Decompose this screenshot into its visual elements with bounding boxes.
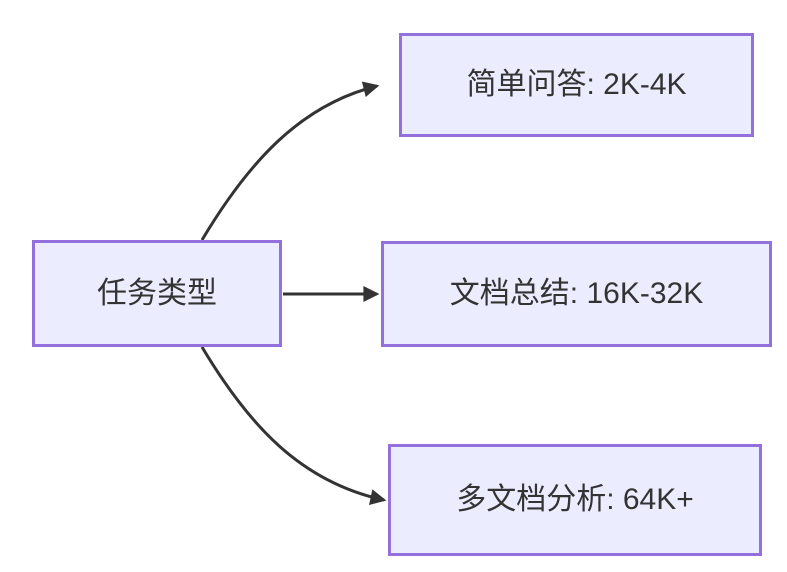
edge-to-simple-qa bbox=[200, 81, 380, 241]
node-task-type: 任务类型 bbox=[32, 240, 282, 347]
edge-to-multidoc-analysis bbox=[200, 346, 387, 505]
node-simple-qa: 简单问答: 2K-4K bbox=[399, 33, 754, 137]
node-multidoc-analysis: 多文档分析: 64K+ bbox=[388, 444, 762, 556]
node-doc-summary: 文档总结: 16K-32K bbox=[381, 241, 772, 347]
